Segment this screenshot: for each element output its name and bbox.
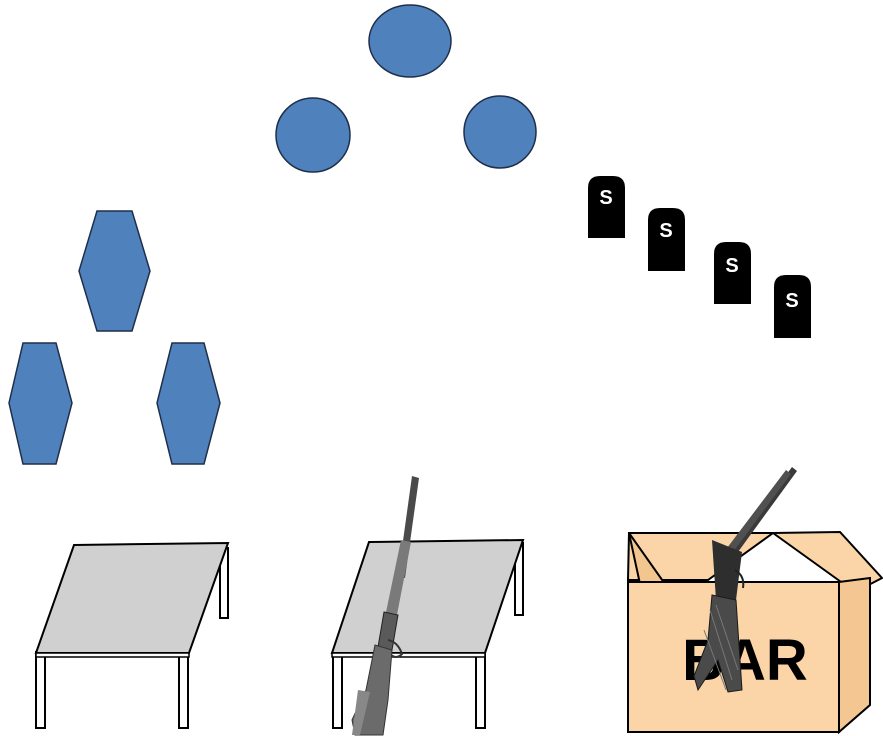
circle-target-left bbox=[275, 97, 351, 173]
table-icon bbox=[330, 538, 525, 729]
circle-targets bbox=[275, 4, 537, 173]
hexagon-targets bbox=[8, 210, 221, 465]
table-icon bbox=[34, 541, 230, 729]
shotgun-icon bbox=[693, 467, 797, 693]
rifle-icon bbox=[351, 476, 419, 736]
plate-target: S bbox=[714, 242, 751, 304]
hex-target-left bbox=[8, 342, 73, 465]
plate-label: S bbox=[725, 255, 738, 277]
plate-target: S bbox=[774, 275, 811, 338]
plate-targets: S S S S bbox=[588, 176, 811, 338]
hex-target-right bbox=[156, 342, 221, 465]
plate-label: S bbox=[659, 220, 672, 242]
plate-label: S bbox=[785, 290, 798, 312]
plate-target: S bbox=[648, 208, 685, 271]
plate-target: S bbox=[588, 176, 625, 238]
circle-target-top bbox=[368, 4, 452, 78]
circle-target-right bbox=[463, 95, 537, 169]
box-icon: BAR bbox=[626, 530, 883, 735]
hex-target-top bbox=[78, 210, 151, 332]
plate-label: S bbox=[599, 187, 612, 209]
